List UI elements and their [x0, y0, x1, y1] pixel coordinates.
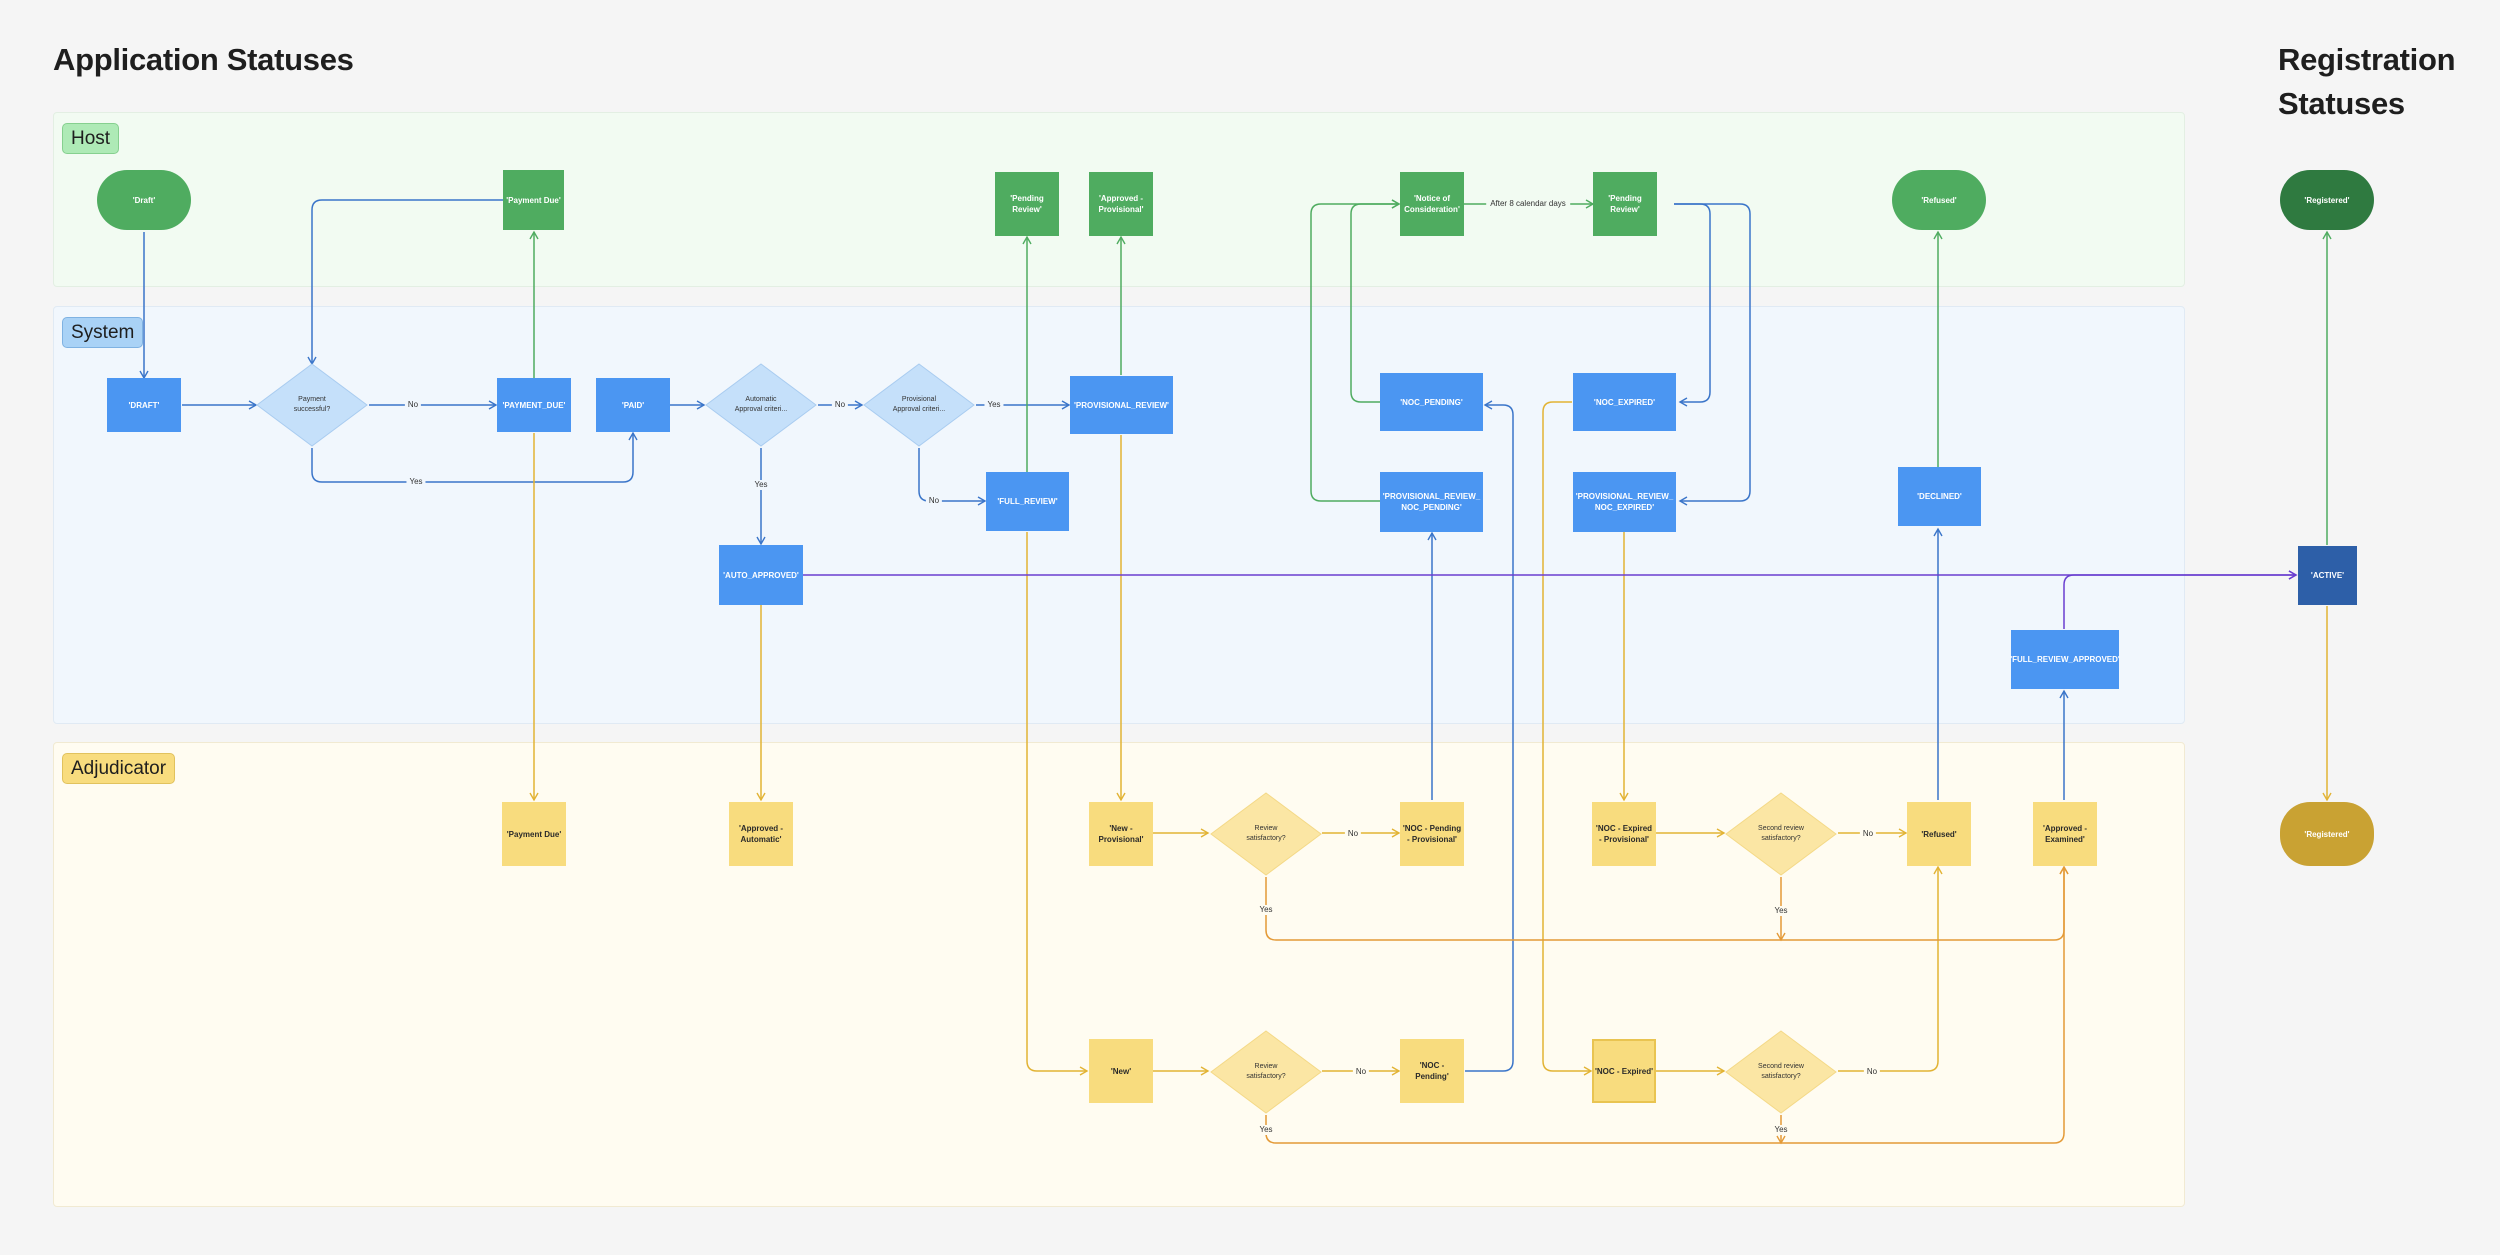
label-review2-no: No: [1352, 1067, 1370, 1077]
auto-approval-diamond[interactable]: Automatic Approval criteri...: [705, 363, 817, 447]
adj-new[interactable]: 'New': [1089, 1039, 1153, 1103]
adj-registered[interactable]: 'Registered': [2280, 802, 2374, 866]
payment-successful-diamond[interactable]: Payment successful?: [256, 363, 368, 447]
label-review1-yes: Yes: [1256, 905, 1276, 915]
host-notice-of-consideration[interactable]: 'Notice of Consideration': [1400, 172, 1464, 236]
diamond-shape: [1210, 792, 1322, 876]
system-payment-due[interactable]: 'PAYMENT_DUE': [497, 378, 571, 432]
host-pending-review-2[interactable]: 'Pending Review': [1593, 172, 1657, 236]
adj-new-provisional[interactable]: 'New - Provisional': [1089, 802, 1153, 866]
edge-pending2-to-prov-noc-expired: [1674, 203, 1751, 506]
edge-noc-expired-to-adj-noc-expired: [1542, 401, 1593, 1076]
adj-noc-expired-provisional[interactable]: 'NOC - Expired - Provisional': [1592, 802, 1656, 866]
adj-noc-expired[interactable]: 'NOC - Expired': [1592, 1039, 1656, 1103]
system-noc-pending[interactable]: 'NOC_PENDING': [1380, 373, 1483, 431]
diamond-label: Second review satisfactory?: [1758, 825, 1804, 842]
label-prov-yes: Yes: [984, 400, 1004, 410]
label-second1-no: No: [1859, 829, 1877, 839]
system-paid[interactable]: 'PAID': [596, 378, 670, 432]
registration-statuses-title: Registration Statuses: [2278, 42, 2456, 121]
diamond-label: Second review satisfactory?: [1758, 1063, 1804, 1080]
system-lane: [53, 306, 2185, 724]
system-provisional-review[interactable]: 'PROVISIONAL_REVIEW': [1070, 376, 1173, 434]
system-declined[interactable]: 'DECLINED': [1898, 467, 1981, 526]
review-satisfactory-diamond-2[interactable]: Review satisfactory?: [1210, 1030, 1322, 1114]
edge-full-review-approved-to-active: [2063, 570, 2298, 629]
edge-adj-nocpend-to-system: [1465, 400, 1514, 1072]
host-draft[interactable]: 'Draft': [97, 170, 191, 230]
diamond-shape: [1725, 1030, 1837, 1114]
diamond-shape: [1725, 792, 1837, 876]
host-approved-provisional[interactable]: 'Approved - Provisional': [1089, 172, 1153, 236]
adj-noc-pending[interactable]: 'NOC - Pending': [1400, 1039, 1464, 1103]
edge-review1-yes: [1265, 865, 2069, 941]
diamond-shape: [1210, 1030, 1322, 1114]
adj-payment-due[interactable]: 'Payment Due': [502, 802, 566, 866]
edge-prov-no: [918, 448, 987, 506]
edge-payment-yes: [311, 431, 638, 483]
host-registered[interactable]: 'Registered': [2280, 170, 2374, 230]
label-second2-no: No: [1863, 1067, 1881, 1077]
diamond-shape: [705, 363, 817, 447]
adj-approved-examined[interactable]: 'Approved - Examined': [2033, 802, 2097, 866]
label-review1-no: No: [1344, 829, 1362, 839]
adj-refused[interactable]: 'Refused': [1907, 802, 1971, 866]
host-pending-review[interactable]: 'Pending Review': [995, 172, 1059, 236]
host-payment-due[interactable]: 'Payment Due': [503, 170, 564, 230]
review-satisfactory-diamond-1[interactable]: Review satisfactory?: [1210, 792, 1322, 876]
system-prov-review-noc-expired[interactable]: 'PROVISIONAL_REVIEW_ NOC_EXPIRED': [1573, 472, 1676, 532]
edge-review2-yes: [1265, 865, 2069, 1144]
label-auto-no: No: [831, 400, 849, 410]
edge-payment-due-host-to-diamond: [307, 199, 503, 366]
second-review-diamond-1[interactable]: Second review satisfactory?: [1725, 792, 1837, 876]
application-statuses-title: Application Statuses: [53, 42, 354, 77]
edge-pending2-to-noc-expired: [1674, 203, 1711, 407]
system-draft[interactable]: 'DRAFT': [107, 378, 181, 432]
diamond-label: Payment successful?: [293, 396, 331, 413]
system-full-review[interactable]: 'FULL_REVIEW': [986, 472, 1069, 531]
label-after-days: After 8 calendar days: [1486, 199, 1570, 209]
diamond-label: Review satisfactory?: [1246, 825, 1286, 842]
adjudicator-lane-label: Adjudicator: [62, 753, 176, 784]
edge-prov-noc-pending-to-host: [1310, 199, 1401, 502]
system-active[interactable]: 'ACTIVE': [2298, 546, 2357, 605]
host-refused[interactable]: 'Refused': [1892, 170, 1986, 230]
system-auto-approved[interactable]: 'AUTO_APPROVED': [719, 545, 803, 605]
prov-approval-diamond[interactable]: Provisional Approval criteri...: [863, 363, 975, 447]
diamond-label: Automatic Approval criteri...: [734, 396, 788, 413]
adj-noc-pending-provisional[interactable]: 'NOC - Pending - Provisional': [1400, 802, 1464, 866]
diamond-shape: [863, 363, 975, 447]
label-second2-yes: Yes: [1771, 1125, 1791, 1135]
label-review2-yes: Yes: [1256, 1125, 1276, 1135]
label-payment-no: No: [404, 400, 422, 410]
host-lane-label: Host: [62, 123, 120, 154]
label-second1-yes: Yes: [1771, 906, 1791, 916]
diamond-label: Review satisfactory?: [1246, 1063, 1286, 1080]
edge-second2-no: [1838, 865, 1943, 1072]
label-prov-no: No: [925, 496, 943, 506]
label-payment-yes: Yes: [406, 477, 426, 487]
edge-full-review-to-adj-new: [1026, 532, 1089, 1076]
system-prov-review-noc-pending[interactable]: 'PROVISIONAL_REVIEW_ NOC_PENDING': [1380, 472, 1483, 532]
adj-approved-automatic[interactable]: 'Approved - Automatic': [729, 802, 793, 866]
system-lane-label: System: [62, 317, 144, 348]
system-full-review-approved[interactable]: 'FULL_REVIEW_APPROVED': [2010, 630, 2120, 689]
system-noc-expired[interactable]: 'NOC_EXPIRED': [1573, 373, 1676, 431]
diamond-shape: [256, 363, 368, 447]
second-review-diamond-2[interactable]: Second review satisfactory?: [1725, 1030, 1837, 1114]
diamond-label: Provisional Approval criteri...: [892, 396, 946, 413]
label-auto-yes: Yes: [751, 480, 771, 490]
